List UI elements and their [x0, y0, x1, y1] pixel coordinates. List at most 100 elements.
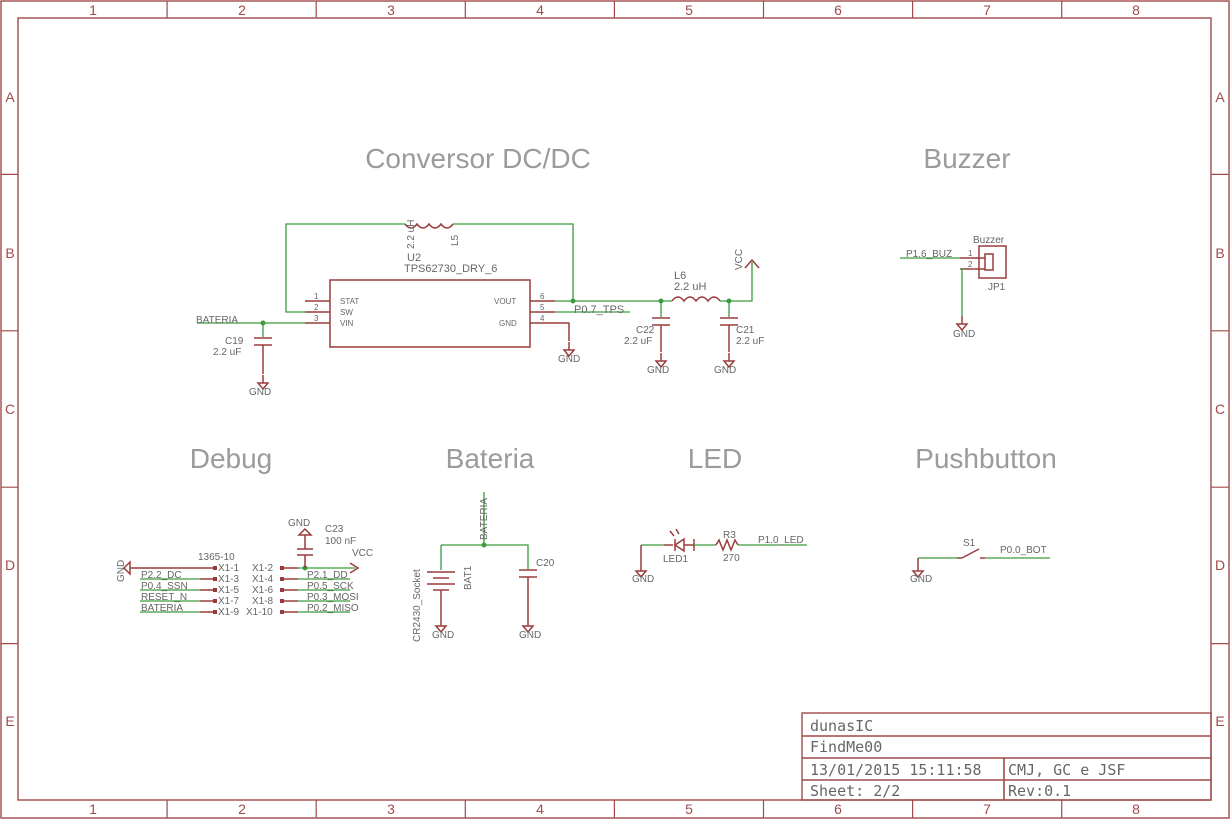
col-label-2: 2 — [238, 2, 246, 18]
net-p03-mosi: P0.3_MOSI — [307, 592, 359, 603]
u2-pin-sw: SW — [340, 308, 353, 317]
gnd-buzzer: GND — [953, 329, 975, 340]
tb-project: FindMe00 — [810, 738, 882, 756]
tb-authors: CMJ, GC e JSF — [1008, 761, 1125, 779]
l5-name: L5 — [450, 234, 461, 246]
column-labels-top: 1 2 3 4 5 6 7 8 — [89, 2, 1140, 18]
row-label-d: D — [5, 557, 15, 573]
resistor-r3[interactable] — [715, 537, 739, 553]
col-label-8: 8 — [1132, 2, 1140, 18]
row-label-c-right: C — [1215, 401, 1225, 417]
u2-pin-vout: VOUT — [494, 297, 516, 306]
debug-pin-stubs — [200, 566, 298, 614]
conversor-circuit: U2 TPS62730_DRY_6 1 2 3 STAT SW VIN 6 5 … — [196, 220, 764, 398]
gnd-c20: GND — [519, 630, 541, 641]
c21-value: 2.2 uF — [736, 336, 764, 347]
net-bateria-conversor: BATERIA — [196, 315, 238, 326]
gnd-battery: GND — [432, 630, 454, 641]
r3-value: 270 — [723, 553, 740, 564]
debug-pin-x1-4: X1-4 — [252, 574, 274, 585]
row-label-e: E — [5, 713, 14, 729]
net-p16-buz: P1.6_BUZ — [906, 249, 952, 260]
c23-name: C23 — [325, 524, 344, 535]
inductor-l6[interactable] — [671, 296, 721, 303]
net-bateria-battery: BATERIA — [479, 498, 490, 540]
row-label-d-right: D — [1215, 557, 1225, 573]
vcc-label-conversor: VCC — [734, 249, 745, 270]
s1-name: S1 — [963, 538, 976, 549]
row-label-c: C — [5, 401, 15, 417]
pushbutton-s1[interactable] — [961, 548, 980, 559]
net-p02-miso: P0.2_MISO — [307, 603, 359, 614]
tb-sheet: Sheet: 2/2 — [810, 782, 900, 800]
col-label-1: 1 — [89, 2, 97, 18]
buzzer-jp1[interactable] — [978, 245, 1007, 279]
debug-pin-x1-9: X1-9 — [218, 607, 240, 618]
col-label-6-bottom: 6 — [834, 801, 842, 817]
row-label-e-right: E — [1215, 713, 1224, 729]
debug-pin-x1-6: X1-6 — [252, 585, 274, 596]
row-label-b-right: B — [1215, 245, 1224, 261]
col-label-6: 6 — [834, 2, 842, 18]
u2-pin-vin: VIN — [340, 319, 354, 328]
gnd-pushbutton: GND — [910, 574, 932, 585]
vcc-label-debug: VCC — [352, 548, 373, 559]
c22-value: 2.2 uF — [624, 336, 652, 347]
col-label-4-bottom: 4 — [536, 801, 544, 817]
col-label-5-bottom: 5 — [685, 801, 693, 817]
gnd-debug-left: GND — [116, 560, 127, 582]
bat1-name: BAT1 — [463, 565, 474, 590]
net-p00-bot: P0.0_BOT — [1000, 545, 1047, 556]
row-labels-right: A B C D E — [1215, 89, 1225, 729]
debug-pin-x1-3: X1-3 — [218, 574, 240, 585]
c23-value: 100 nF — [325, 536, 356, 547]
section-title-conversor: Conversor DC/DC — [365, 143, 591, 174]
bat1-value: CR2430_Socket — [412, 569, 423, 642]
net-p07-tps: P0.7_TPS — [574, 304, 624, 316]
debug-pin-x1-5: X1-5 — [218, 585, 240, 596]
l5-value: 2.2 uH — [406, 220, 417, 249]
buzzer-pin1: 1 — [968, 249, 973, 258]
led-led1[interactable] — [673, 537, 685, 553]
pushbutton-circuit: GND S1 P0.0_BOT — [910, 538, 1050, 585]
col-label-5: 5 — [685, 2, 693, 18]
debug-connector-name: 1365-10 — [198, 552, 235, 563]
net-p21-dd: P2.1_DD — [307, 570, 348, 581]
debug-pin-x1-8: X1-8 — [252, 596, 274, 607]
r3-name: R3 — [723, 530, 736, 541]
row-labels-left: A B C D E — [5, 89, 15, 729]
section-title-buzzer: Buzzer — [923, 143, 1010, 174]
column-labels-bottom: 1 2 3 4 5 6 7 8 — [89, 801, 1140, 817]
inductor-l5[interactable] — [404, 222, 454, 229]
l6-value: 2.2 uH — [674, 281, 706, 293]
c19-value: 2.2 uF — [213, 347, 241, 358]
c21-name: C21 — [736, 325, 755, 336]
u2-pin-2-num: 2 — [314, 303, 319, 312]
row-label-a: A — [5, 89, 15, 105]
c22-name: C22 — [636, 325, 655, 336]
debug-pin-x1-10: X1-10 — [246, 607, 273, 618]
u2-pin-gnd: GND — [499, 319, 517, 328]
section-title-led: LED — [688, 443, 742, 474]
led1-name: LED1 — [663, 554, 688, 565]
u2-pin-6-num: 6 — [540, 292, 545, 301]
col-label-3: 3 — [387, 2, 395, 18]
buzzer-name: Buzzer — [973, 235, 1005, 246]
gnd-led: GND — [632, 574, 654, 585]
net-p10-led: P1.0_LED — [758, 535, 804, 546]
c19-name: C19 — [225, 336, 244, 347]
tb-datetime: 13/01/2015 15:11:58 — [810, 761, 982, 779]
tb-rev: Rev:0.1 — [1008, 782, 1071, 800]
net-bateria-debug: BATERIA — [141, 603, 183, 614]
u2-pin-3-num: 3 — [314, 314, 319, 323]
section-title-debug: Debug — [190, 443, 273, 474]
row-label-a-right: A — [1215, 89, 1225, 105]
net-p22-dc: P2.2_DC — [141, 570, 182, 581]
gnd-c22: GND — [647, 365, 669, 376]
col-label-1-bottom: 1 — [89, 801, 97, 817]
debug-pin-x1-7: X1-7 — [218, 596, 240, 607]
ic-u2[interactable] — [329, 279, 531, 348]
led-circuit: GND LED1 R3 270 P1.0_LED — [632, 528, 807, 585]
